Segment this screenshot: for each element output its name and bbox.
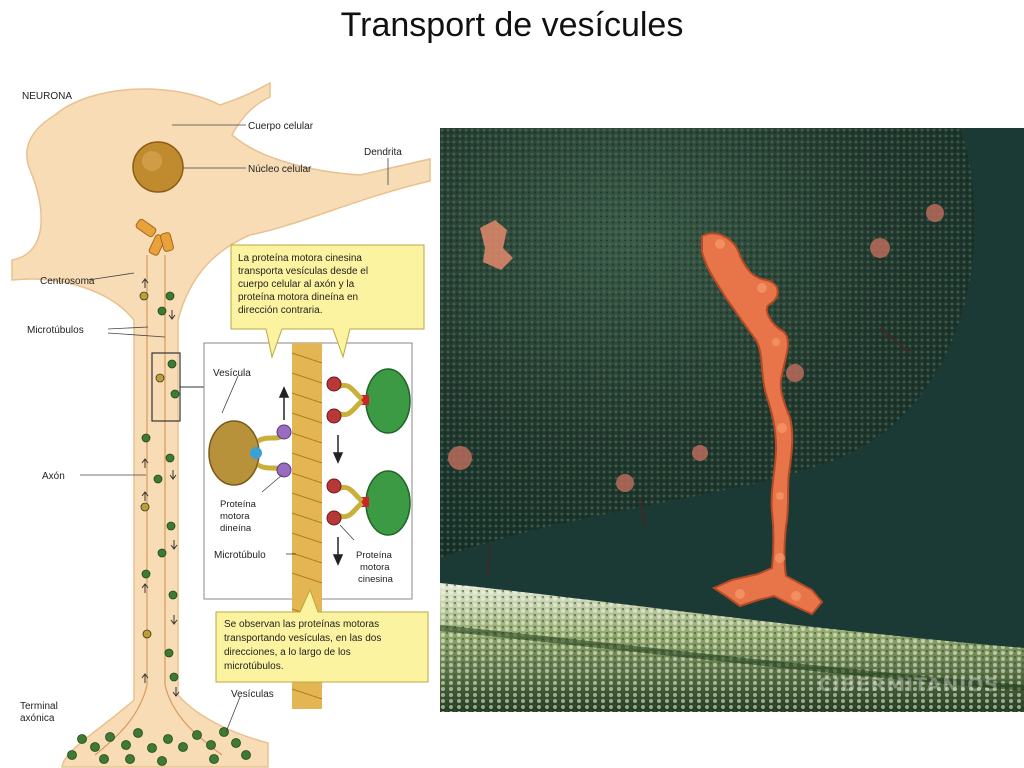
label-nucleo-celular: Núcleo celular (248, 164, 312, 175)
centrosome (135, 218, 174, 256)
label-axon: Axón (42, 471, 65, 482)
nucleus (132, 141, 184, 193)
label-vesiculas: Vesículas (231, 689, 274, 700)
callout-bottom: Se observan las proteínas motoras transp… (215, 588, 429, 683)
label-neurona: NEURONA (22, 91, 72, 102)
label-terminal-2: axónica (20, 713, 55, 724)
label-vesicula: Vesícula (213, 368, 251, 379)
kinesin-molecule (701, 232, 824, 616)
label-microtubulos: Microtúbulos (27, 325, 84, 336)
vesicles (67, 291, 251, 766)
callout-top: La proteína motora cinesina transporta v… (230, 244, 425, 359)
callout-bottom-line-1: Se observan las proteínas motoras (224, 619, 379, 630)
label-dineina-1: Proteína (220, 499, 257, 510)
callout-top-line-2: transporta vesículas desde el (238, 266, 368, 277)
label-microtubulo: Microtúbulo (214, 550, 266, 561)
callout-top-line-5: dirección contraria. (238, 305, 322, 316)
slide-title: Transport de vesícules (340, 6, 684, 44)
callout-top-line-4: proteína motora dineína en (238, 292, 358, 303)
render-watermark: CIBERMITANIOS (818, 674, 999, 696)
callout-bottom-line-2: transportando vesículas, en las dos (224, 633, 381, 644)
label-cuerpo-celular: Cuerpo celular (248, 121, 314, 132)
label-cinesina-1: Proteína (356, 550, 393, 561)
label-terminal-1: Terminal (20, 701, 58, 712)
callout-bottom-line-3: direcciones, a lo largo de los (224, 647, 351, 658)
label-dineina-2: motora (220, 511, 250, 522)
motor-inset (203, 342, 413, 709)
callout-top-line-3: cuerpo celular al axón y la (238, 279, 355, 290)
label-dineina-3: dineína (220, 523, 252, 534)
kinesin-render-image: CIBERMITANIOS (440, 128, 1024, 712)
axon-arrows (141, 278, 180, 697)
leader-lines (80, 124, 389, 733)
label-cinesina-2: motora (360, 562, 390, 573)
label-cinesina-3: cinesina (358, 574, 394, 585)
neuron-diagram: La proteína motora cinesina transporta v… (11, 81, 431, 768)
label-centrosoma: Centrosoma (40, 276, 95, 287)
label-dendrita: Dendrita (364, 147, 402, 158)
callout-bottom-line-4: microtúbulos. (224, 661, 283, 672)
callout-top-line-1: La proteína motora cinesina (238, 253, 362, 264)
